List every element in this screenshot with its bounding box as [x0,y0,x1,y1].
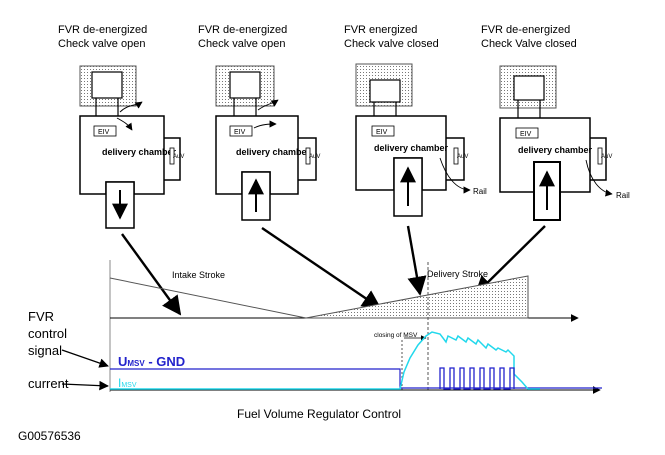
stage-3-eiv-label: EIV [376,129,388,136]
stage-4-chamber-label: delivery chamber [518,145,593,155]
figure-caption: Fuel Volume Regulator Control [237,407,402,421]
stage-3-state-line1: FVR energized [344,24,418,36]
stage-4-solenoid-core [513,75,545,101]
delivery-stroke-area [305,275,529,319]
stage-3-rail-label: Rail [473,187,487,196]
current-signal-label: IMSV [118,376,137,390]
stage-1-chamber-label: delivery chamber [102,147,177,157]
current-label-arrow [61,380,109,391]
current-label: current [28,376,69,391]
control-label-arrow [61,349,109,368]
pointer-arrow-3 [406,225,427,296]
stage-1-pump: EIV delivery chamber AuV [79,65,184,229]
stage-4-state-line2: Check Valve closed [481,38,577,50]
stage-4-state-line1: FVR de-energized [481,24,571,36]
current-trace [110,331,540,390]
stage-2-auv-label: AuV [309,154,320,160]
pointer-arrow-2 [261,227,382,310]
stage-4-pump: EIV delivery chamber AuV Rail [499,65,630,221]
stage-3-auv-label: AuV [457,154,468,160]
control-label-line1: FVR [28,309,54,324]
control-label-line2: control [28,326,68,341]
stage-3-solenoid-core [369,79,401,103]
stage-2-pump: EIV delivery chamber AuV [215,65,320,221]
intake-stroke-curve [109,277,307,319]
stage-4-rail-label: Rail [616,191,630,200]
stage-2-state-line1: FVR de-energized [198,24,288,36]
stage-3-state-line2: Check valve closed [344,38,439,50]
stage-4-eiv-label: EIV [520,131,532,138]
stage-1-solenoid-core [91,71,123,99]
pwm-pulse-trace [439,367,515,390]
pointer-arrow-4 [474,225,546,296]
intake-stroke-label: Intake Stroke [172,270,225,280]
pointer-arrow-1 [121,233,182,316]
stage-1-state-line2: Check valve open [58,38,146,50]
control-label-line3: signal [28,343,62,358]
stage-3-pump: EIV delivery chamber AuV Rail [355,63,487,217]
control-signal-trace [110,368,602,389]
stage-2-chamber-label: delivery chamber [236,147,311,157]
stage-2-eiv-label: EIV [234,129,246,136]
stage-2-solenoid-core [229,71,261,99]
stage-3-eiv-valve [371,125,395,137]
figure-id: G00576536 [18,429,81,443]
closing-marker-label: closing of MSV [374,332,418,339]
stage-1-state-line1: FVR de-energized [58,24,148,36]
stage-1-eiv-label: EIV [98,129,110,136]
stage-3-piston [393,157,423,217]
stage-4-eiv-valve [515,127,539,139]
stage-1-auv-label: AuV [173,154,184,160]
stage-2-eiv-valve [229,125,253,137]
voltage-label: UMSV - GND [118,354,185,369]
stroke-diagram: Intake Stroke Delivery Stroke closing of… [109,260,579,392]
stage-2-state-line2: Check valve open [198,38,286,50]
stage-1-eiv-valve [93,125,117,137]
signal-traces: UMSV - GND IMSV [61,331,602,394]
stage-4-auv-label: AuV [601,154,612,160]
stage-3-chamber-label: delivery chamber [374,143,449,153]
delivery-stroke-label: Delivery Stroke [427,269,488,279]
